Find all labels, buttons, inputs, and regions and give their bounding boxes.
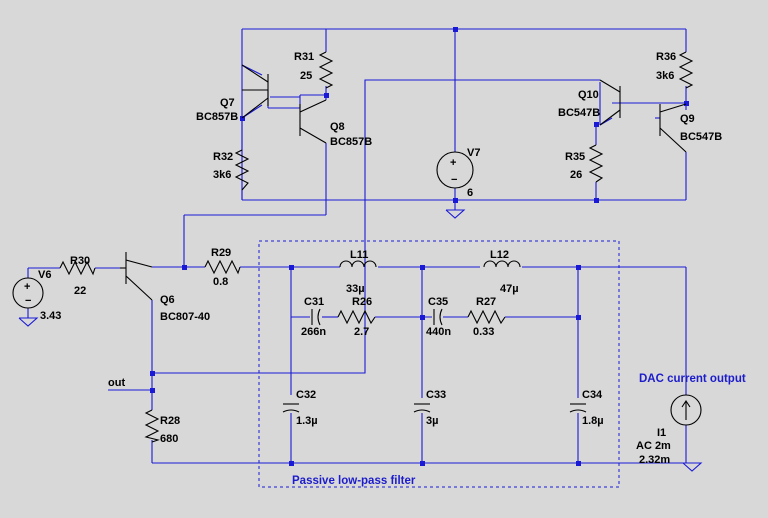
annotation-passive-low-pass-filter: Passive low-pass filter xyxy=(292,475,416,487)
ground-symbols xyxy=(18,209,703,472)
transistor-q10 xyxy=(599,79,621,126)
label-r36-ref: R36 xyxy=(656,51,676,63)
label-l11-ref: L11 xyxy=(350,249,368,261)
resistor-r36 xyxy=(678,51,694,89)
svg-text:+: + xyxy=(450,157,456,169)
label-c32-ref: C32 xyxy=(296,389,316,401)
annotation-dac-current-output: DAC current output xyxy=(639,373,746,385)
label-q7-value: BC857B xyxy=(196,111,238,123)
label-r29-value: 0.8 xyxy=(213,276,228,288)
resistor-r29 xyxy=(204,259,241,275)
label-v6-ref: V6 xyxy=(38,269,51,281)
label-r35-value: 26 xyxy=(570,169,582,181)
label-c31-ref: C31 xyxy=(304,296,324,308)
label-l11-value: 33µ xyxy=(346,283,365,295)
capacitor-c35 xyxy=(433,308,443,326)
transistor-q7 xyxy=(241,64,269,119)
voltage-source-v6: + − xyxy=(12,277,44,309)
label-r27-value: 0.33 xyxy=(473,326,494,338)
transistor-q6 xyxy=(120,252,153,301)
label-q8-value: BC857B xyxy=(330,136,372,148)
label-i1-dc: 2.32m xyxy=(639,454,670,466)
label-r26-ref: R26 xyxy=(352,296,372,308)
label-q9-value: BC547B xyxy=(680,131,722,143)
label-q9-ref: Q9 xyxy=(680,113,695,125)
label-r30-ref: R30 xyxy=(70,255,90,267)
label-l12-value: 47µ xyxy=(500,283,519,295)
label-r32-value: 3k6 xyxy=(213,169,231,181)
label-q10-value: BC547B xyxy=(558,107,600,119)
resistor-r30 xyxy=(59,260,96,276)
label-r35-ref: R35 xyxy=(565,151,585,163)
label-r36-value: 3k6 xyxy=(656,70,674,82)
svg-text:−: − xyxy=(451,174,457,186)
label-r27-ref: R27 xyxy=(476,296,496,308)
resistor-r31 xyxy=(318,51,334,89)
net-label-out: out xyxy=(108,377,125,389)
label-q7-ref: Q7 xyxy=(220,97,235,109)
label-r28-value: 680 xyxy=(160,433,178,445)
capacitor-c32 xyxy=(282,403,300,413)
label-c34-ref: C34 xyxy=(582,389,603,401)
component-labels: R31 25 Q7 BC857B Q8 BC857B R32 3k6 V7 6 … xyxy=(38,51,722,466)
label-r29-ref: R29 xyxy=(211,247,231,259)
label-i1-ref: I1 xyxy=(657,427,666,439)
capacitor-c31 xyxy=(311,308,321,326)
label-c31-value: 266n xyxy=(301,326,326,338)
resistor-r27 xyxy=(467,309,506,325)
label-v7-value: 6 xyxy=(467,187,473,199)
svg-text:+: + xyxy=(24,281,30,293)
label-c35-value: 440n xyxy=(426,326,451,338)
capacitor-c34 xyxy=(569,403,587,413)
label-r30-value: 22 xyxy=(74,285,86,297)
label-r26-value: 2.7 xyxy=(354,326,369,338)
capacitor-c33 xyxy=(413,403,431,413)
filter-boundary xyxy=(258,240,620,488)
label-c33-value: 3µ xyxy=(426,415,438,427)
transistor-q8 xyxy=(299,99,327,144)
label-i1-ac: AC 2m xyxy=(636,440,671,452)
label-q10-ref: Q10 xyxy=(578,89,599,101)
label-c35-ref: C35 xyxy=(428,296,448,308)
voltage-source-v7: + − xyxy=(436,151,474,189)
inductor-l11 xyxy=(339,260,377,268)
label-r28-ref: R28 xyxy=(160,415,180,427)
resistor-r26 xyxy=(337,309,376,325)
resistor-r35 xyxy=(588,144,604,183)
label-q6-value: BC807-40 xyxy=(160,311,210,323)
label-v7-ref: V7 xyxy=(467,147,480,159)
junctions xyxy=(150,27,689,466)
inductor-l12 xyxy=(483,260,521,268)
label-l12-ref: L12 xyxy=(490,249,509,261)
label-r31-ref: R31 xyxy=(294,51,314,63)
label-q6-ref: Q6 xyxy=(160,294,175,306)
svg-text:−: − xyxy=(25,295,31,307)
transistor-q9 xyxy=(659,103,687,153)
label-q8-ref: Q8 xyxy=(330,121,345,133)
label-r32-ref: R32 xyxy=(213,151,233,163)
resistor-r32 xyxy=(234,149,250,191)
label-c34-value: 1.8µ xyxy=(582,415,604,427)
resistor-r28 xyxy=(144,409,160,443)
label-c32-value: 1.3µ xyxy=(296,415,318,427)
current-source-i1 xyxy=(670,394,702,426)
label-v6-value: 3.43 xyxy=(40,310,61,322)
label-r31-value: 25 xyxy=(300,70,312,82)
label-c33-ref: C33 xyxy=(426,389,446,401)
